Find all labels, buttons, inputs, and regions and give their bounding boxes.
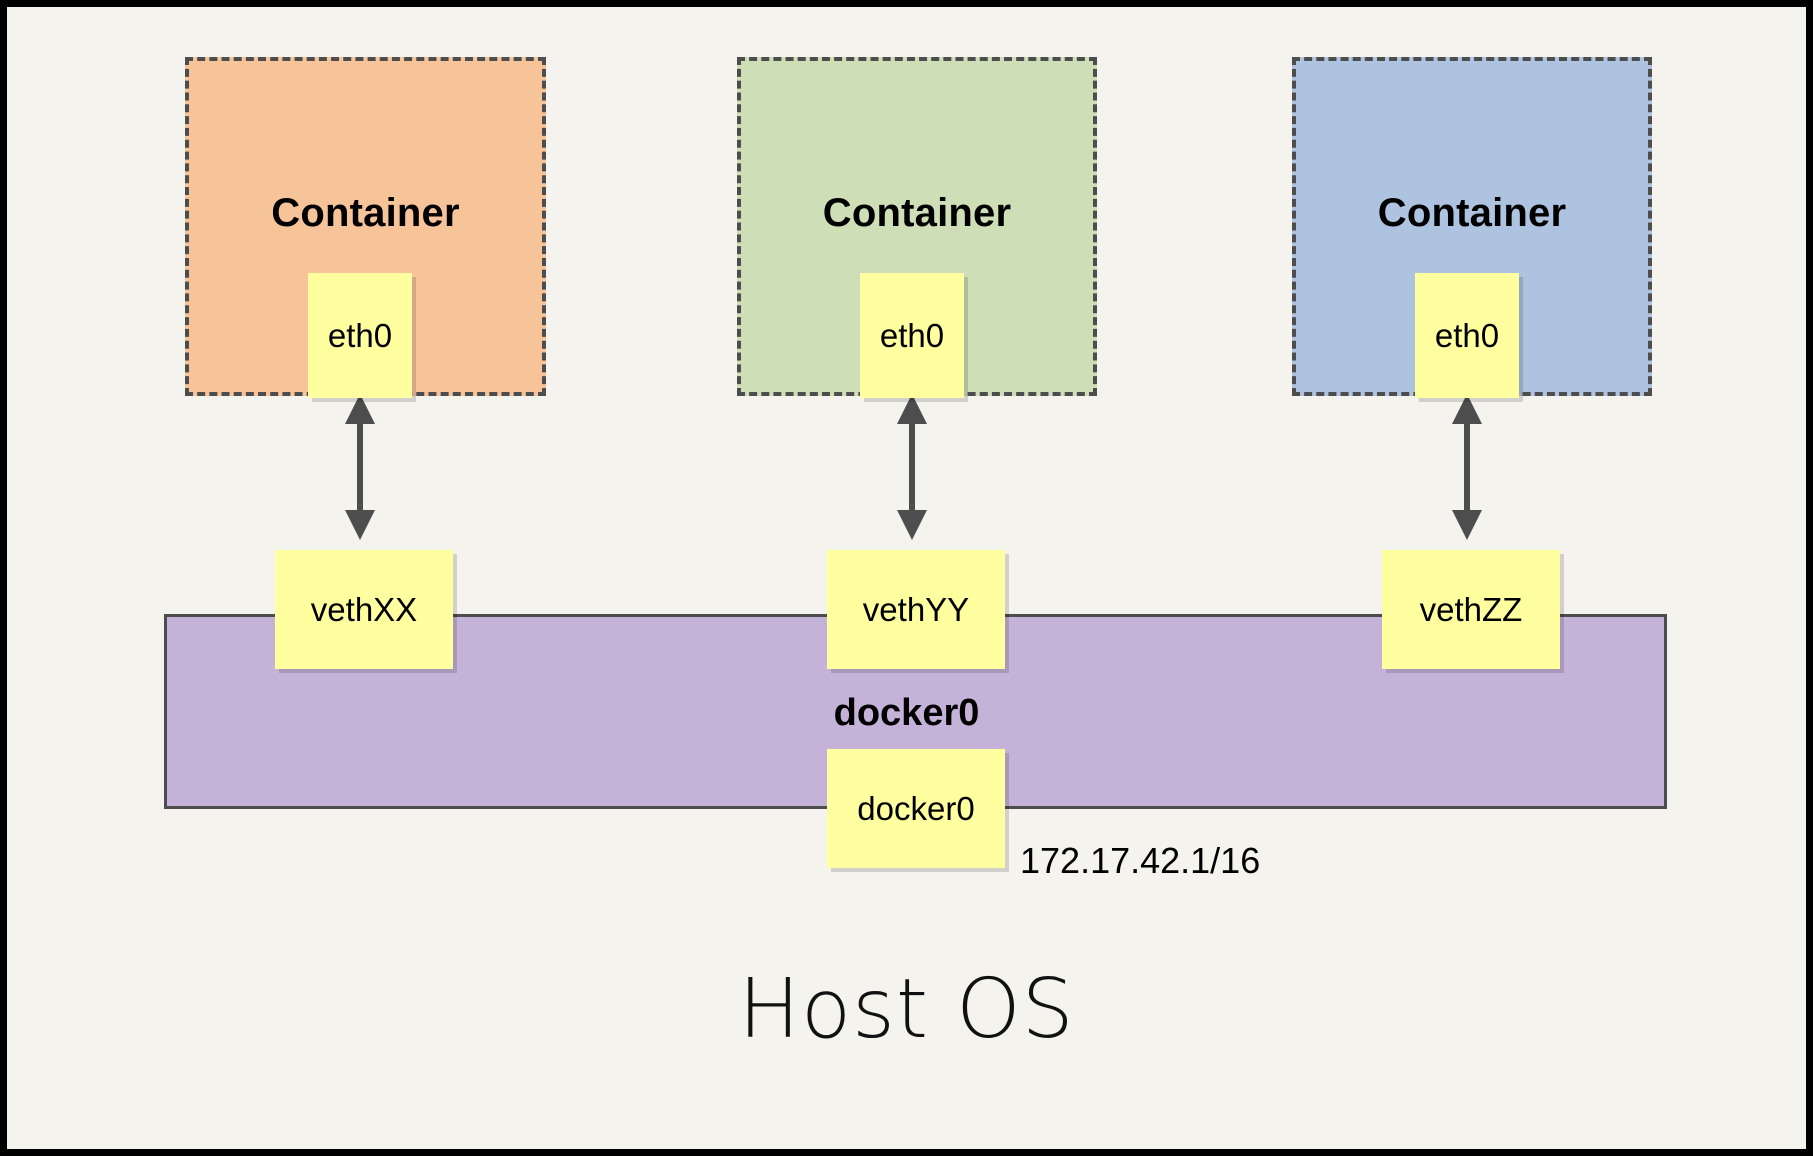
eth0-node-3: eth0 xyxy=(1415,273,1519,398)
veth-node-1-label: vethXX xyxy=(310,590,418,628)
veth-node-1: vethXX xyxy=(275,550,453,669)
eth0-node-2-label: eth0 xyxy=(879,316,945,354)
link-arrow-3 xyxy=(1452,394,1482,540)
container-title-2: Container xyxy=(822,191,1012,235)
eth0-node-3-label: eth0 xyxy=(1434,316,1500,354)
link-arrow-2 xyxy=(897,394,927,540)
docker0-interface-label: docker0 xyxy=(857,789,975,827)
docker0-interface-node: docker0 xyxy=(827,749,1005,868)
eth0-node-2: eth0 xyxy=(860,273,964,398)
host-os-label: Host OS xyxy=(738,962,1075,1057)
container-title-1: Container xyxy=(271,191,460,235)
veth-node-2: vethYY xyxy=(827,550,1005,669)
eth0-node-1: eth0 xyxy=(308,273,412,398)
docker0-bridge-title: docker0 xyxy=(833,692,980,734)
docker0-ip-label: 172.17.42.1/16 xyxy=(1020,840,1261,881)
veth-node-3-label: vethZZ xyxy=(1419,590,1523,628)
veth-node-2-label: vethYY xyxy=(862,590,970,628)
veth-node-3: vethZZ xyxy=(1382,550,1560,669)
diagram-canvas: Container eth0 Container eth0 Container … xyxy=(7,7,1806,1149)
container-title-3: Container xyxy=(1377,191,1567,235)
eth0-node-1-label: eth0 xyxy=(327,316,393,354)
link-arrow-1 xyxy=(345,394,375,540)
